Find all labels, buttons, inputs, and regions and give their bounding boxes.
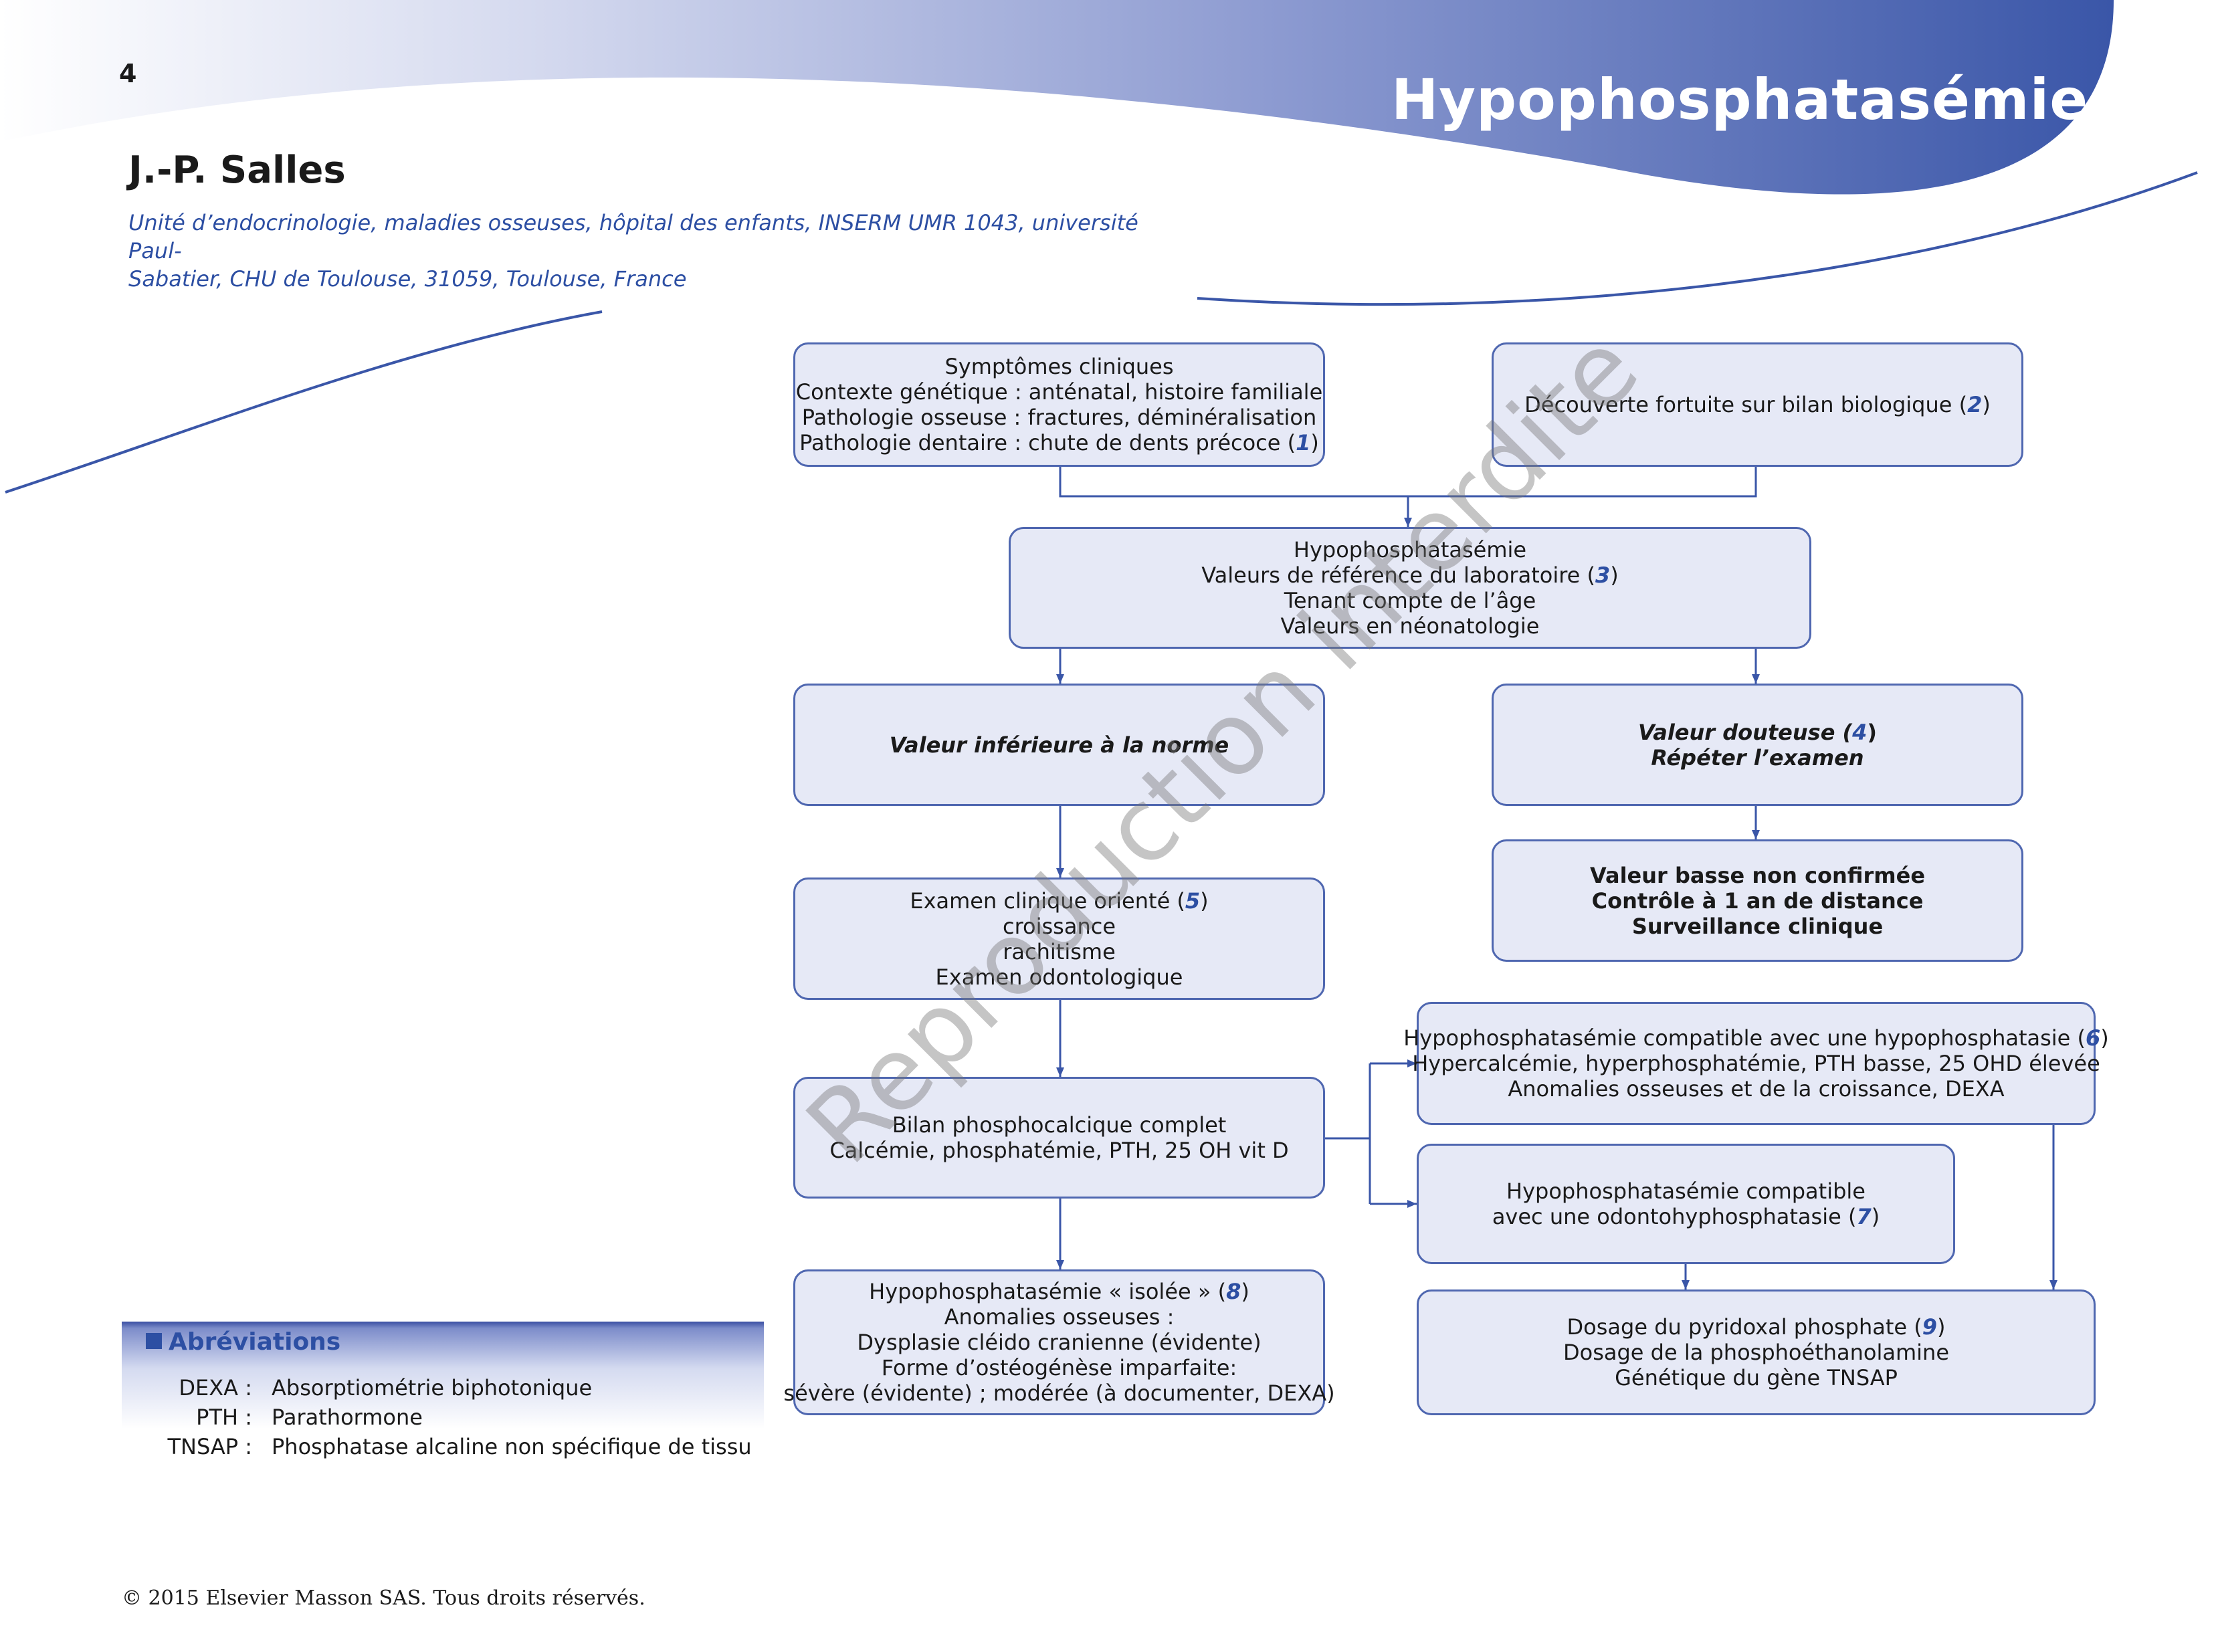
dosage-line-3: Génétique du gène TNSAP <box>1615 1365 1898 1390</box>
compatible-line-3: Anomalies osseuses et de la croissance, … <box>1508 1076 2005 1102</box>
connector-top-merge <box>1059 467 1757 498</box>
symptomes-line-3: Pathologie osseuse : fractures, déminéra… <box>801 405 1317 430</box>
dosage-line-2: Dosage de la phosphoéthanolamine <box>1563 1340 1950 1365</box>
abbreviations-title: Abréviations <box>146 1328 340 1356</box>
square-bullet-icon <box>146 1333 162 1349</box>
author-name: J.-P. Salles <box>128 148 346 192</box>
box-compatible-hypophosphatasie: Hypophosphatasémie compatible avec une h… <box>1403 1002 2109 1125</box>
box-hypophosphatasemie-isolee: Hypophosphatasémie « isolée » (8) Anomal… <box>783 1269 1335 1415</box>
author-affiliation: Unité d’endocrinologie, maladies osseuse… <box>128 209 1172 293</box>
examen-line-4: Examen odontologique <box>935 964 1183 990</box>
bilan-line-1: Bilan phosphocalcique complet <box>892 1112 1227 1138</box>
abbreviations-header-band <box>122 1322 764 1449</box>
valeur-basse-line-1: Valeur basse non confirmée <box>1589 862 1926 888</box>
valeur-douteuse-line-1: Valeur douteuse (4) <box>1637 719 1878 745</box>
reference-1: 1 <box>1296 430 1311 455</box>
copyright-footer: © 2015 Elsevier Masson SAS. Tous droits … <box>122 1586 645 1610</box>
hypophos-line-1: Hypophosphatasémie <box>1293 537 1527 562</box>
valeur-douteuse-line-2: Répéter l’examen <box>1651 744 1864 770</box>
dosage-line-1: Dosage du pyridoxal phosphate (9) <box>1567 1314 1946 1340</box>
hypophos-line-2: Valeurs de référence du laboratoire (3) <box>1201 562 1619 588</box>
left-curve-line <box>5 310 603 494</box>
odonto-line-1: Hypophosphatasémie compatible <box>1506 1178 1866 1204</box>
examen-line-3: rachitisme <box>1003 938 1116 964</box>
isolee-line-5: sévère (évidente) ; modérée (à documente… <box>783 1380 1335 1406</box>
box-symptomes-cliniques: Symptômes cliniques Contexte génétique :… <box>793 342 1325 467</box>
box-valeur-douteuse: Valeur douteuse (4) Répéter l’examen <box>1492 684 2023 806</box>
box-bilan-phosphocalcique: Bilan phosphocalcique complet Calcémie, … <box>793 1077 1325 1199</box>
reference-3: 3 <box>1595 562 1611 588</box>
symptomes-line-1: Symptômes cliniques <box>944 354 1174 379</box>
box-valeur-basse: Valeur basse non confirmée Contrôle à 1 … <box>1492 839 2023 962</box>
valeur-basse-line-2: Contrôle à 1 an de distance <box>1591 888 1924 914</box>
abbreviation-key: TNSAP : <box>167 1434 252 1459</box>
reference-8: 8 <box>1226 1279 1241 1304</box>
examen-line-2: croissance <box>1002 913 1116 939</box>
isolee-line-2: Anomalies osseuses : <box>944 1304 1175 1330</box>
abbreviation-key: PTH : <box>196 1405 252 1430</box>
box-dosage: Dosage du pyridoxal phosphate (9) Dosage… <box>1417 1289 2096 1415</box>
abbreviation-definition: Absorptiométrie biphotonique <box>272 1375 593 1401</box>
valeur-basse-line-3: Surveillance clinique <box>1631 913 1884 939</box>
hypophos-line-4: Valeurs en néonatologie <box>1280 613 1540 639</box>
affiliation-line-2: Sabatier, CHU de Toulouse, 31059, Toulou… <box>128 266 687 292</box>
hypophos-line-3: Tenant compte de l’âge <box>1284 588 1536 613</box>
abbreviation-definition: Phosphatase alcaline non spécifique de t… <box>272 1434 752 1459</box>
reference-7: 7 <box>1856 1204 1872 1229</box>
examen-line-1: Examen clinique orienté (5) <box>910 888 1209 914</box>
page-number: 4 <box>119 59 137 88</box>
reference-4: 4 <box>1852 719 1868 745</box>
valeur-inferieure-text: Valeur inférieure à la norme <box>889 732 1229 758</box>
symptomes-line-4: Pathologie dentaire : chute de dents pré… <box>799 430 1319 455</box>
compatible-line-2: Hypercalcémie, hyperphosphatémie, PTH ba… <box>1412 1051 2100 1076</box>
abbreviation-definition: Parathormone <box>272 1405 423 1430</box>
box-compatible-odonto: Hypophosphatasémie compatible avec une o… <box>1417 1144 1955 1264</box>
affiliation-line-1: Unité d’endocrinologie, maladies osseuse… <box>128 210 1138 264</box>
isolee-line-3: Dysplasie cléido cranienne (évidente) <box>857 1330 1262 1355</box>
odonto-line-2: avec une odontohyphosphatasie (7) <box>1492 1204 1880 1229</box>
reference-9: 9 <box>1922 1314 1937 1340</box>
symptomes-line-2: Contexte génétique : anténatal, histoire… <box>795 379 1323 405</box>
banner-curve-line <box>1197 171 2198 306</box>
header-banner <box>0 0 2114 195</box>
abbreviation-key: DEXA : <box>179 1375 252 1401</box>
box-hypophosphatasemie: Hypophosphatasémie Valeurs de référence … <box>1009 527 1811 649</box>
reference-5: 5 <box>1185 888 1201 914</box>
isolee-line-1: Hypophosphatasémie « isolée » (8) <box>869 1279 1249 1304</box>
box-examen-clinique: Examen clinique orienté (5) croissance r… <box>793 877 1325 1000</box>
isolee-line-4: Forme d’ostéogénèse imparfaite: <box>881 1355 1237 1380</box>
box-decouverte-fortuite: Découverte fortuite sur bilan biologique… <box>1492 342 2023 467</box>
page-title: Hypophosphatasémie <box>1391 67 2089 132</box>
bilan-line-2: Calcémie, phosphatémie, PTH, 25 OH vit D <box>829 1138 1289 1163</box>
decouverte-line: Découverte fortuite sur bilan biologique… <box>1524 392 1991 417</box>
box-valeur-inferieure: Valeur inférieure à la norme <box>793 684 1325 806</box>
reference-2: 2 <box>1967 392 1983 417</box>
compatible-line-1: Hypophosphatasémie compatible avec une h… <box>1403 1025 2109 1051</box>
reference-6: 6 <box>2086 1025 2101 1051</box>
